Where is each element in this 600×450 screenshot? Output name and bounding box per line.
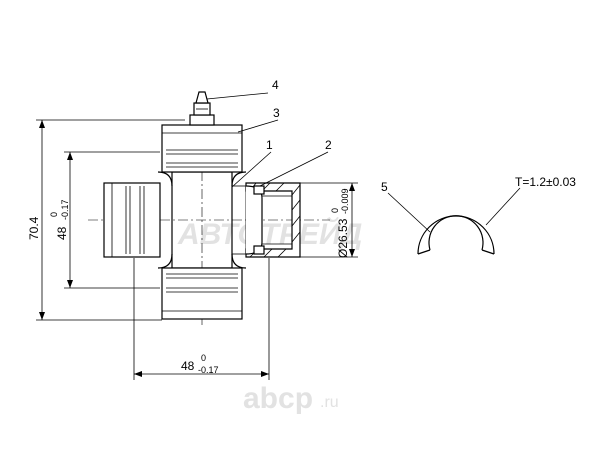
leader-4 xyxy=(206,92,269,100)
label-part-1: 1 xyxy=(266,138,273,152)
overall-height-value: 70.4 xyxy=(27,216,41,240)
snap-ring-end-left xyxy=(417,249,431,255)
leader-5 xyxy=(387,192,431,233)
cup-diameter-value: Ø26.53 xyxy=(336,218,350,258)
cup-diameter-lower-tol: -0.009 xyxy=(340,188,350,214)
right-bearing-cup-section xyxy=(231,182,301,258)
label-part-3: 3 xyxy=(273,106,280,120)
svg-text:abcp: abcp xyxy=(243,382,313,415)
label-part-4: 4 xyxy=(272,78,279,92)
cross-body-fillets xyxy=(157,171,247,269)
label-part-2: 2 xyxy=(325,138,332,152)
body-height-value: 48 xyxy=(55,226,69,240)
dim-body-height xyxy=(64,151,160,289)
body-height-lower-tol: -0.17 xyxy=(60,199,70,220)
bottom-bearing-cup xyxy=(161,267,243,320)
label-part-5: 5 xyxy=(381,180,388,194)
snap-ring-end-right xyxy=(481,249,495,255)
top-bearing-cup xyxy=(161,124,243,173)
leader-thickness xyxy=(485,187,521,226)
abcp-logo: abcp .ru xyxy=(243,382,339,415)
left-bearing-cup xyxy=(103,182,161,258)
leader-2 xyxy=(259,151,329,187)
watermark-text: АВТОТРЕЙД xyxy=(177,216,362,251)
svg-text:.ru: .ru xyxy=(320,394,339,411)
body-width-value: 48 xyxy=(181,359,195,373)
leader-3 xyxy=(237,119,279,133)
dim-overall-height xyxy=(36,119,185,321)
dim-cup-diameter xyxy=(300,182,358,258)
grease-nipple xyxy=(189,91,215,126)
body-height-upper-tol: 0 xyxy=(49,212,59,217)
ring-thickness-label: T=1.2±0.03 xyxy=(515,175,576,189)
body-width-upper-tol: 0 xyxy=(201,353,206,363)
snap-ring-inner xyxy=(428,215,484,251)
cup-diameter-upper-tol: 0 xyxy=(330,208,340,213)
leader-1 xyxy=(231,151,272,188)
dim-body-width xyxy=(133,258,270,380)
body-width-lower-tol: -0.17 xyxy=(198,365,219,375)
